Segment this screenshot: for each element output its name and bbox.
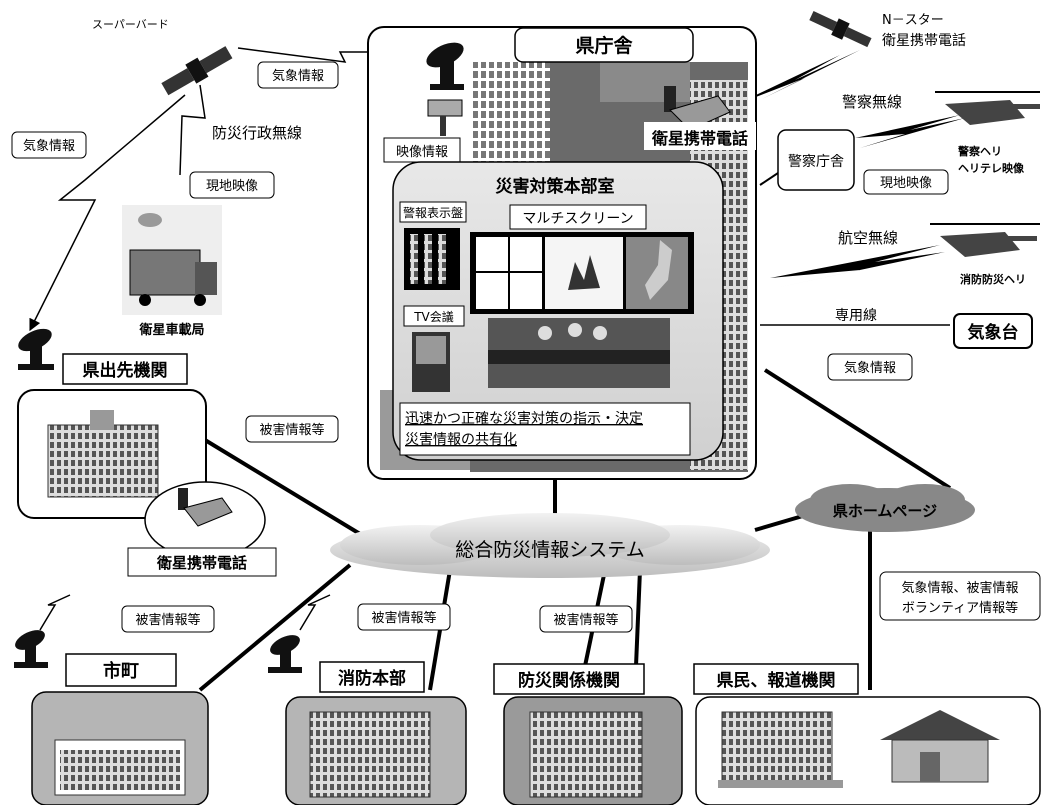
municipal-antenna-icon — [14, 630, 48, 668]
hq-purpose-line1: 迅速かつ正確な災害対策の指示・決定 — [405, 410, 643, 427]
central-system-label: 総合防災情報システム — [455, 539, 644, 561]
damage-info-callout-branch: 被害情報等 — [245, 415, 339, 443]
homepage-content-callout: 気象情報、被害情報 ボランティア情報等 — [879, 571, 1041, 621]
tv-conference-icon — [412, 332, 450, 392]
branch-satphone-label-box: 衛星携帯電話 — [127, 547, 277, 577]
municipalities-title-box: 市町 — [65, 653, 177, 687]
disaster-radio-link — [179, 84, 206, 176]
disaster-agencies-panel — [503, 696, 683, 805]
municipal-radio-wave — [39, 594, 71, 631]
nstar-satellite-icon — [809, 11, 872, 48]
onsite-video-callout-left: 現地映像 — [189, 171, 275, 199]
svg-text:気象情報: 気象情報 — [272, 68, 324, 84]
fire-antenna-icon — [268, 635, 302, 673]
svg-text:衛星携帯電話: 衛星携帯電話 — [156, 554, 247, 572]
superbird-label: スーパーバード — [92, 18, 169, 31]
dedicated-line-label: 専用線 — [835, 308, 877, 324]
svg-text:気象情報: 気象情報 — [844, 360, 896, 376]
nstar-label-line1: N－スター — [882, 13, 944, 28]
satellite-vehicle-photo — [122, 205, 222, 315]
svg-text:気象情報、被害情報: 気象情報、被害情報 — [901, 580, 1018, 596]
svg-text:警察庁舎: 警察庁舎 — [788, 153, 844, 170]
nstar-bolt — [735, 50, 860, 105]
svg-text:ボランティア情報等: ボランティア情報等 — [902, 600, 1018, 616]
office-satphone-label: 衛星携帯電話 — [651, 129, 748, 148]
fire-heli-label: 消防防災ヘリ — [960, 272, 1026, 286]
police-heli-label-line1: 警察ヘリ — [957, 144, 1002, 158]
fire-hq-panel — [285, 696, 467, 805]
svg-text:県出先機関: 県出先機関 — [83, 360, 168, 381]
aviation-radio-label: 航空無線 — [838, 229, 898, 247]
citizens-media-panel — [695, 696, 1041, 805]
disaster-hq-room: 災害対策本部室 警報表示盤 マルチスクリーン TV会議 — [392, 161, 724, 461]
disaster-hq-title: 災害対策本部室 — [496, 176, 615, 197]
weather-info-callout-left: 気象情報 — [11, 131, 87, 159]
damage-info-callout-fire: 被害情報等 — [357, 603, 451, 631]
weather-info-callout-right: 気象情報 — [827, 353, 913, 381]
prefecture-office-title: 県庁舎 — [575, 34, 633, 57]
svg-text:気象情報: 気象情報 — [23, 138, 75, 154]
multiscreen-display — [470, 232, 694, 314]
branch-antenna-icon — [18, 328, 54, 370]
central-system-cloud: 総合防災情報システム — [330, 513, 770, 578]
disaster-agencies-title-box: 防災関係機関 — [493, 663, 645, 695]
fire-hq-title-box: 消防本部 — [319, 661, 425, 693]
municipalities-panel — [31, 691, 209, 805]
branch-office-title-box: 県出先機関 — [62, 353, 188, 385]
aviation-radio-bolt — [770, 245, 945, 288]
police-agency-box: 警察庁舎 — [777, 129, 855, 191]
svg-text:被害情報等: 被害情報等 — [259, 422, 324, 438]
superbird-satellite-icon — [161, 46, 233, 96]
multiscreen-label: マルチスクリーン — [522, 211, 633, 227]
video-info-label: 映像情報 — [396, 145, 448, 160]
fire-helicopter-icon — [930, 223, 1040, 257]
satellite-vehicle-label: 衛星車載局 — [138, 322, 204, 338]
homepage-cloud: 県ホームページ — [795, 484, 975, 532]
fire-radio-wave — [299, 594, 331, 631]
damage-info-callout-agencies: 被害情報等 — [539, 605, 633, 633]
homepage-label: 県ホームページ — [833, 502, 937, 520]
svg-text:現地映像: 現地映像 — [880, 176, 932, 191]
police-radio-bolt — [855, 115, 965, 148]
branch-office-panel — [17, 389, 207, 519]
citizens-media-title-box: 県民、報道機関 — [693, 663, 859, 695]
svg-text:市町: 市町 — [103, 660, 139, 682]
meeting-table-photo — [488, 318, 670, 388]
police-heli-label-line2: ヘリテレ映像 — [958, 161, 1025, 175]
hq-purpose-line2: 災害情報の共有化 — [405, 432, 517, 448]
svg-text:気象台: 気象台 — [967, 322, 1019, 343]
tv-conference-label: TV会議 — [413, 310, 454, 324]
svg-text:被害情報等: 被害情報等 — [553, 612, 618, 628]
svg-text:被害情報等: 被害情報等 — [135, 612, 200, 628]
police-helicopter-icon — [935, 91, 1040, 125]
damage-info-callout-municipal: 被害情報等 — [121, 605, 215, 633]
onsite-video-callout-right: 現地映像 — [863, 169, 949, 195]
meteorological-office-box: 気象台 — [953, 313, 1033, 349]
branch-satphone-circle — [144, 481, 266, 559]
svg-text:防災関係機関: 防災関係機関 — [518, 670, 620, 691]
svg-text:現地映像: 現地映像 — [206, 179, 258, 194]
svg-text:被害情報等: 被害情報等 — [371, 610, 436, 626]
office-antenna-icon — [426, 42, 464, 90]
alert-panel-label: 警報表示盤 — [403, 205, 463, 220]
nstar-label-line2: 衛星携帯電話 — [882, 32, 966, 49]
weather-info-link — [29, 94, 186, 332]
weather-info-callout-top: 気象情報 — [257, 61, 339, 89]
police-radio-label: 警察無線 — [842, 93, 902, 111]
svg-text:県民、報道機関: 県民、報道機関 — [717, 670, 836, 691]
svg-text:消防本部: 消防本部 — [338, 668, 406, 689]
disaster-admin-radio-label: 防災行政無線 — [212, 124, 302, 142]
camera-icon — [427, 99, 463, 136]
